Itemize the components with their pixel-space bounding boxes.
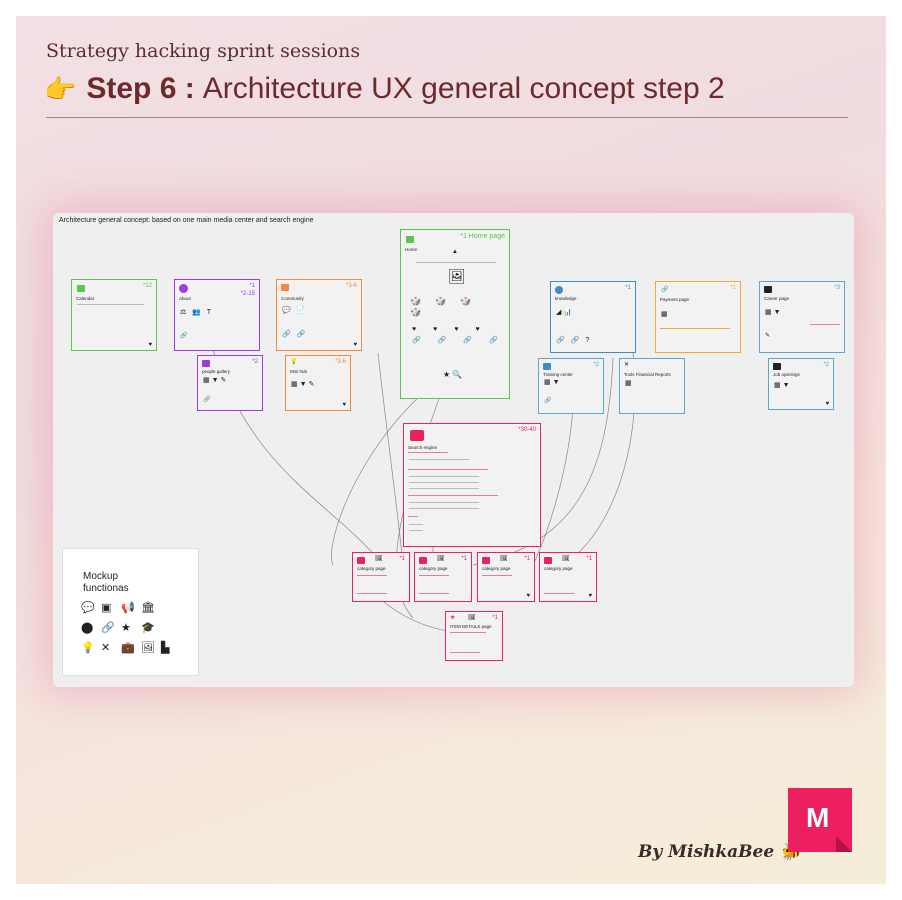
link-icon: 🔗 [203,397,211,403]
home-icon [406,236,414,243]
filter-icons-row: ▦▼✎ [203,377,229,384]
people-gallery-card[interactable]: *2 people gallery ▦▼✎ 🔗 [197,355,263,411]
search-engine-icon [410,430,424,441]
category-icon [419,557,427,564]
star-icon: ★ [121,622,131,634]
title-divider [46,117,848,118]
link-icon: 🔗 [544,398,552,404]
link-icon: 🔗 [101,622,115,634]
legend-title: Mockup functionas [83,571,129,594]
category-page-card-3[interactable]: *1 🖼 category page ♥ [477,552,535,602]
bar-chart-icon: ▙ [161,642,170,654]
brain-icon [555,286,563,294]
image-icon: 🖼 [500,556,508,562]
category-page-card-4[interactable]: *1 🖼 category page ♥ [539,552,597,602]
heart-icon: ♥ [342,402,346,408]
heart-icon: ♥ [526,593,530,599]
tools-icon: ✕ [624,362,630,368]
connector-line [532,407,574,566]
training-center-card[interactable]: *2 Training center ▦▼ 🔗 [538,358,604,414]
calendar-icon [77,285,85,292]
calendar-card[interactable]: *12 Calendar ♥ [71,279,157,351]
search-engine-card[interactable]: *30-40 Search engine [403,423,541,547]
category-icon [482,557,490,564]
pointing-hand-icon: 👉 [44,73,77,104]
job-openings-card[interactable]: *2 Job openings ▦▼ ♥ [768,358,834,410]
link-icon: 🔗 [180,333,188,339]
link-icons-row: 🔗 🔗 [282,331,308,338]
chart-icons-row: ◢📊 [556,309,575,316]
filter-icons-row: ▦▼✎ [291,381,317,388]
filter-icons-row: ▦▼ [544,379,562,386]
filter-icons-row: ▦▼ [765,309,783,316]
star-search-icons: ★ 🔍 [443,370,463,379]
chat-icons-row: 💬 📄 [282,307,308,314]
heart-icon: ♥ [588,593,592,599]
lightbulb-icon: 💡 [290,359,298,365]
brand-signature: By MishkaBee 🐝 [638,842,802,862]
filter-icons-row: ▦▼ [774,382,792,389]
image-icon: 🖼 [468,615,476,621]
image-icon: 🖼 [375,556,383,562]
chat-icon: 💬 [81,602,95,614]
person-icon [202,360,210,367]
link-icons-row: 🔗🔗🔗🔗 [412,337,515,344]
image-icon: 🖼 [562,556,570,562]
slide-frame: Strategy hacking sprint sessions 👉 Step … [16,16,886,884]
nav-links-row [416,262,496,263]
link-icons-row: 🔗 🔗 ? [556,337,592,344]
institution-icon: 🏛 [141,602,155,614]
about-icons-row: ⚖ 👥 T [180,309,214,316]
link-icon: 🔗 [661,287,669,293]
info-icon [179,284,188,293]
community-card[interactable]: *3-6 Community 💬 📄 🔗 🔗 ♥ [276,279,362,351]
heart-icons-row: ♥♥♥♥ [412,326,497,333]
briefcase-icon [773,363,781,370]
image-icon: 🖼 [141,642,155,654]
graduation-cap-icon: 🎓 [141,622,155,634]
title-text: Architecture UX general concept step 2 [202,72,725,105]
mishkabee-logo: M [788,788,852,852]
career-card[interactable]: *3 Career page ▦▼ ✎ [759,281,845,353]
category-page-card-1[interactable]: *1 🖼 category page [352,552,410,602]
community-icon [281,284,289,291]
image-icon: 🖼 [448,268,466,284]
book-icon [543,363,551,370]
image-icon: 🖼 [437,556,445,562]
heart-icon: ♥ [148,342,152,348]
megaphone-icon: 📢 [121,602,135,614]
board-title: Architecture general concept: based on o… [59,217,314,224]
grid-icon: ▦ [625,380,634,387]
mockup-legend: Mockup functionas 💬 ▣ 📢 🏛 ⬤ 🔗 ★ 🎓 💡 ✕ 💼 … [62,548,199,676]
architecture-board: Architecture general concept: based on o… [53,213,854,687]
tools-icon: ✕ [101,642,111,654]
slide-subtitle: Strategy hacking sprint sessions [46,40,361,62]
connector-line [377,352,404,566]
item-details-card[interactable]: *1 ★ 🖼 ITEM DETAILS page [445,611,503,661]
toggle-icon: ⬤ [81,622,94,634]
star-icon: ★ [450,615,456,621]
home-page-card[interactable]: *1 Home page Home ▲ 🖼 🎲🎲🎲🎲 ♥♥♥♥ 🔗🔗🔗🔗 ★ 🔍 [400,229,510,399]
slide-title: 👉 Step 6 : Architecture UX general conce… [44,72,725,106]
heart-icon: ♥ [825,401,829,407]
knowledge-card[interactable]: *1 knowledge ◢📊 🔗 🔗 ? [550,281,636,353]
category-page-card-2[interactable]: *1 🖼 category page [414,552,472,602]
about-card[interactable]: *1 *2-15 About ⚖ 👥 T 🔗 [174,279,260,351]
edit-icon: ✎ [765,333,771,339]
lightbulb-icon: 💡 [81,642,95,654]
category-icon [544,557,552,564]
payment-card[interactable]: *1 🔗 Payment page ▦ [655,281,741,353]
briefcase-icon: 💼 [121,642,135,654]
step-label: Step 6 : [86,72,195,105]
heart-icon: ♥ [353,342,357,348]
briefcase-icon [764,286,772,293]
grid-icon: ▦ [661,311,670,318]
media-icons-row: 🎲🎲🎲🎲 [410,296,486,317]
archive-icon: ▣ [101,602,112,614]
mini-hub-card[interactable]: *3-6 💡 Mini hub ▦▼✎ ♥ [285,355,351,411]
tools-card[interactable]: ✕ Tools Financial Reports ▦ [619,358,685,414]
category-icon [357,557,365,564]
up-arrow-icon: ▲ [452,249,458,255]
